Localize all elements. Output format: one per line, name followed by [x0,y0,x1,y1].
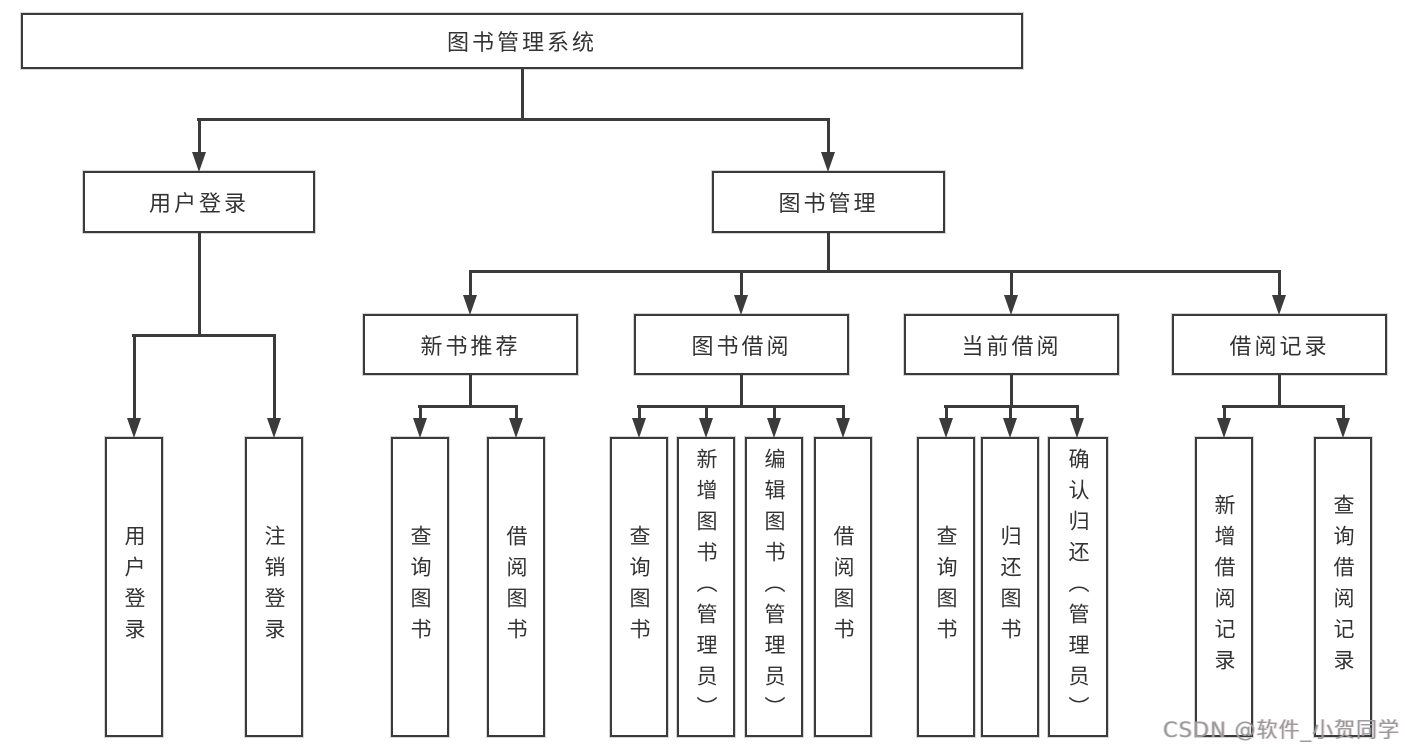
leaf-query-books-recommend: 查询图书 [391,437,449,737]
leaf-add-books-admin: 新增图书（管理员） [677,437,735,737]
node-borrow-records-label: 借阅记录 [1229,334,1330,360]
leaf-add-borrow-record: 新增借阅记录 [1195,437,1253,737]
leaf-query-books-borrowing-label: 查询图书 [627,525,652,649]
connector-stem [469,375,472,408]
node-book-management: 图书管理 [712,171,945,233]
arrow-down-icon [767,418,781,438]
connector-stem [1278,375,1281,408]
arrow-down-icon [1003,418,1017,438]
leaf-borrow-books-recommend: 借阅图书 [487,437,545,737]
arrow-down-icon [127,418,141,438]
arrow-down-icon [836,418,850,438]
connector-stem [273,336,276,420]
leaf-borrow-books-recommend-label: 借阅图书 [504,525,529,649]
connector-level2-rail [197,118,830,121]
connector-stem [198,119,201,155]
leaf-return-books-label: 归还图书 [998,525,1023,649]
arrow-down-icon [632,418,646,438]
leaf-edit-books-admin-label: 编辑图书（管理员） [762,447,787,727]
connector-user-login-stem [198,233,201,336]
arrow-down-icon [1272,295,1286,315]
connector-stem [133,336,136,420]
leaf-query-borrow-record-label: 查询借阅记录 [1331,494,1356,680]
connector-stem [1009,406,1012,420]
connector-stem [1278,271,1281,298]
leaf-add-borrow-record-label: 新增借阅记录 [1212,494,1237,680]
connector-book-mgmt-stem [827,233,830,273]
arrow-down-icon [413,418,427,438]
arrow-down-icon [821,152,835,172]
node-library-system-label: 图书管理系统 [446,31,597,56]
leaf-user-login-label: 用户登录 [122,525,147,649]
arrow-down-icon [1004,295,1018,315]
connector-user-login-rail [132,334,276,337]
connector-root-stem [521,69,524,120]
connector-rail [637,405,845,408]
connector-stem [705,406,708,420]
connector-stem [740,271,743,298]
leaf-query-books-recommend-label: 查询图书 [408,525,433,649]
leaf-logout: 注销登录 [245,437,303,737]
arrow-down-icon [463,295,477,315]
node-user-login-label: 用户登录 [148,192,249,217]
connector-stem [1010,375,1013,408]
arrow-down-icon [939,418,953,438]
leaf-borrow-books-borrowing-label: 借阅图书 [831,525,856,649]
connector-stem [515,406,518,420]
arrow-down-icon [192,152,206,172]
connector-rail [418,405,518,408]
connector-stem [945,406,948,420]
connector-stem [638,406,641,420]
leaf-borrow-books-borrowing: 借阅图书 [814,437,872,737]
csdn-watermark: CSDN @软件_小贺同学 [1162,718,1400,742]
node-book-borrowing: 图书借阅 [634,314,849,375]
node-borrow-records: 借阅记录 [1172,314,1387,375]
node-current-borrowing: 当前借阅 [904,314,1119,375]
leaf-edit-books-admin: 编辑图书（管理员） [745,437,803,737]
node-current-borrowing-label: 当前借阅 [961,334,1062,360]
arrow-down-icon [1070,418,1084,438]
node-new-book-recommend-label: 新书推荐 [420,334,521,360]
leaf-query-books-borrowing: 查询图书 [610,437,668,737]
arrow-down-icon [1217,418,1231,438]
connector-stem [1223,406,1226,420]
leaf-query-borrow-record: 查询借阅记录 [1314,437,1372,737]
connector-stem [842,406,845,420]
arrow-down-icon [509,418,523,438]
connector-stem [773,406,776,420]
connector-level3-rail [469,270,1281,273]
connector-rail [1222,405,1345,408]
node-new-book-recommend: 新书推荐 [363,314,578,375]
node-user-login: 用户登录 [83,171,315,233]
arrow-down-icon [699,418,713,438]
connector-stem [469,271,472,298]
leaf-confirm-return-admin: 确认归还（管理员） [1048,437,1108,737]
connector-stem [1010,271,1013,298]
arrow-down-icon [734,295,748,315]
leaf-user-login: 用户登录 [105,437,163,737]
node-book-management-label: 图书管理 [778,192,879,217]
leaf-return-books: 归还图书 [981,437,1039,737]
connector-stem [740,375,743,408]
arrow-down-icon [1336,418,1350,438]
connector-stem [1076,406,1079,420]
leaf-logout-label: 注销登录 [262,525,287,649]
leaf-add-books-admin-label: 新增图书（管理员） [694,447,719,727]
node-book-borrowing-label: 图书借阅 [691,334,792,360]
connector-stem [419,406,422,420]
leaf-query-books-current: 查询图书 [917,437,975,737]
connector-stem [827,119,830,155]
leaf-query-books-current-label: 查询图书 [934,525,959,649]
connector-stem [1342,406,1345,420]
leaf-confirm-return-admin-label: 确认归还（管理员） [1066,447,1091,727]
node-library-system: 图书管理系统 [21,13,1023,69]
arrow-down-icon [267,418,281,438]
